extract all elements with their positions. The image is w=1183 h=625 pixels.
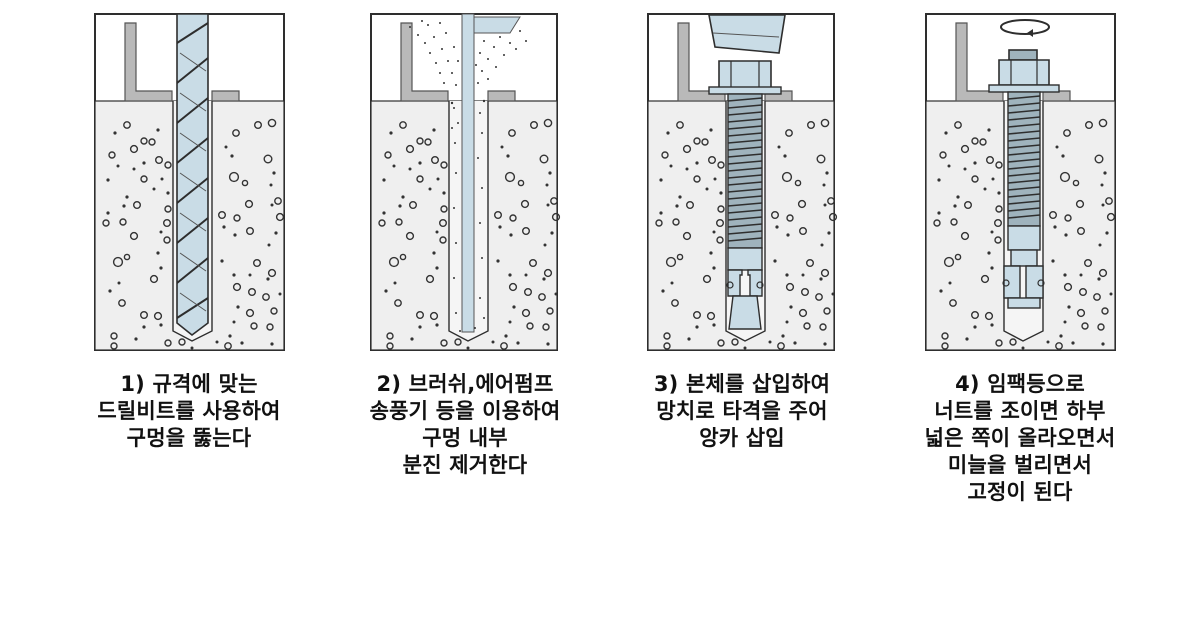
hammer-icon — [708, 14, 786, 54]
step-2-line-4: 분진 제거한다 — [402, 453, 528, 477]
step-1-line-2: 드릴비트를 사용하여 — [97, 399, 281, 423]
step-2-illustration — [370, 13, 561, 351]
step-4-caption: 4) 임팩등으로 너트를 조이면 하부 넓은 쪽이 올라오면서 미늘을 벌리면서… — [875, 371, 1165, 506]
air-pump-nozzle-icon — [461, 13, 521, 333]
step-2-caption: 2) 브러쉬,에어펌프 송풍기 등을 이용하여 구멍 내부 분진 제거한다 — [320, 371, 610, 479]
step-1-illustration — [94, 13, 285, 351]
step-2-line-1: 2) 브러쉬,에어펌프 — [376, 372, 554, 396]
step-1-line-1: 1) 규격에 맞는 — [120, 372, 258, 396]
rotation-arrow-icon — [1000, 19, 1050, 37]
step-3-line-2: 망치로 타격을 주어 — [656, 399, 828, 423]
dust-particles — [409, 20, 527, 332]
anchor-bolt-icon — [988, 49, 1060, 309]
step-2-line-3: 구멍 내부 — [422, 426, 508, 450]
step-4-line-3: 넓은 쪽이 올라오면서 — [924, 426, 1116, 450]
angle-bracket — [955, 22, 1071, 102]
drill-bit-icon — [176, 13, 209, 337]
step-3-caption: 3) 본체를 삽입하여 망치로 타격을 주어 앙카 삽입 — [597, 371, 887, 452]
step-4-line-2: 너트를 조이면 하부 — [934, 399, 1106, 423]
step-4-line-1: 4) 임팩등으로 — [955, 372, 1085, 396]
step-3-line-3: 앙카 삽입 — [699, 426, 785, 450]
step-2-line-2: 송풍기 등을 이용하여 — [369, 399, 561, 423]
angle-bracket — [124, 22, 240, 102]
step-4-illustration — [925, 13, 1116, 351]
step-1-line-3: 구멍을 뚫는다 — [126, 426, 252, 450]
step-4-line-5: 고정이 된다 — [967, 480, 1073, 504]
angle-bracket — [400, 22, 516, 102]
anchor-bolt-icon — [708, 60, 782, 330]
step-3-line-1: 3) 본체를 삽입하여 — [653, 372, 831, 396]
step-1-caption: 1) 규격에 맞는 드릴비트를 사용하여 구멍을 뚫는다 — [44, 371, 334, 452]
step-3-illustration — [647, 13, 838, 351]
step-4-line-4: 미늘을 벌리면서 — [947, 453, 1093, 477]
